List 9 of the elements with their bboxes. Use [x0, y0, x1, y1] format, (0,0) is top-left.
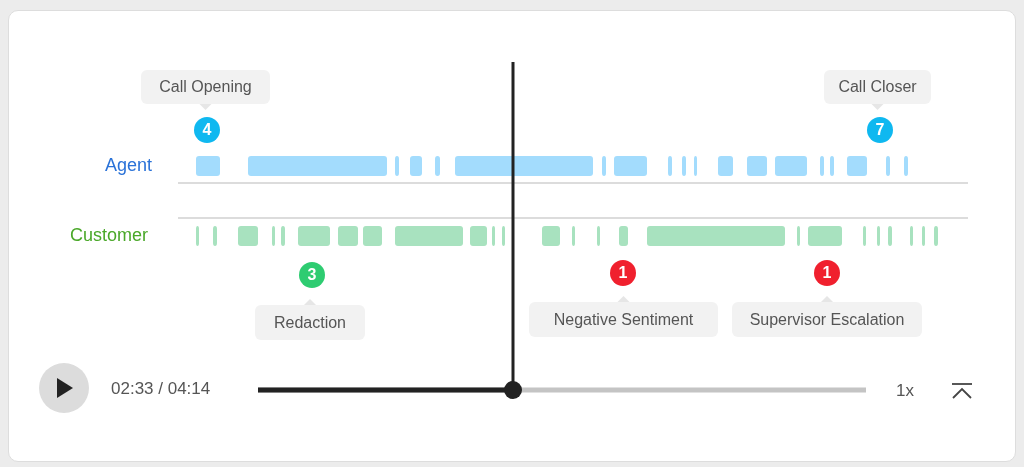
speaker-label: Agent: [105, 155, 153, 176]
tooltip-label: Redaction: [255, 305, 365, 340]
speed-control: 1x: [896, 381, 914, 401]
tooltip-label: Call Opening: [141, 70, 270, 104]
tooltip-label: Negative Sentiment: [529, 302, 718, 337]
tooltip-label: Supervisor Escalation: [732, 302, 922, 337]
time-display: 02:33 / 04:14: [111, 379, 211, 399]
speaker-label: Customer: [70, 225, 149, 246]
tooltip-label: Call Closer: [824, 70, 931, 104]
